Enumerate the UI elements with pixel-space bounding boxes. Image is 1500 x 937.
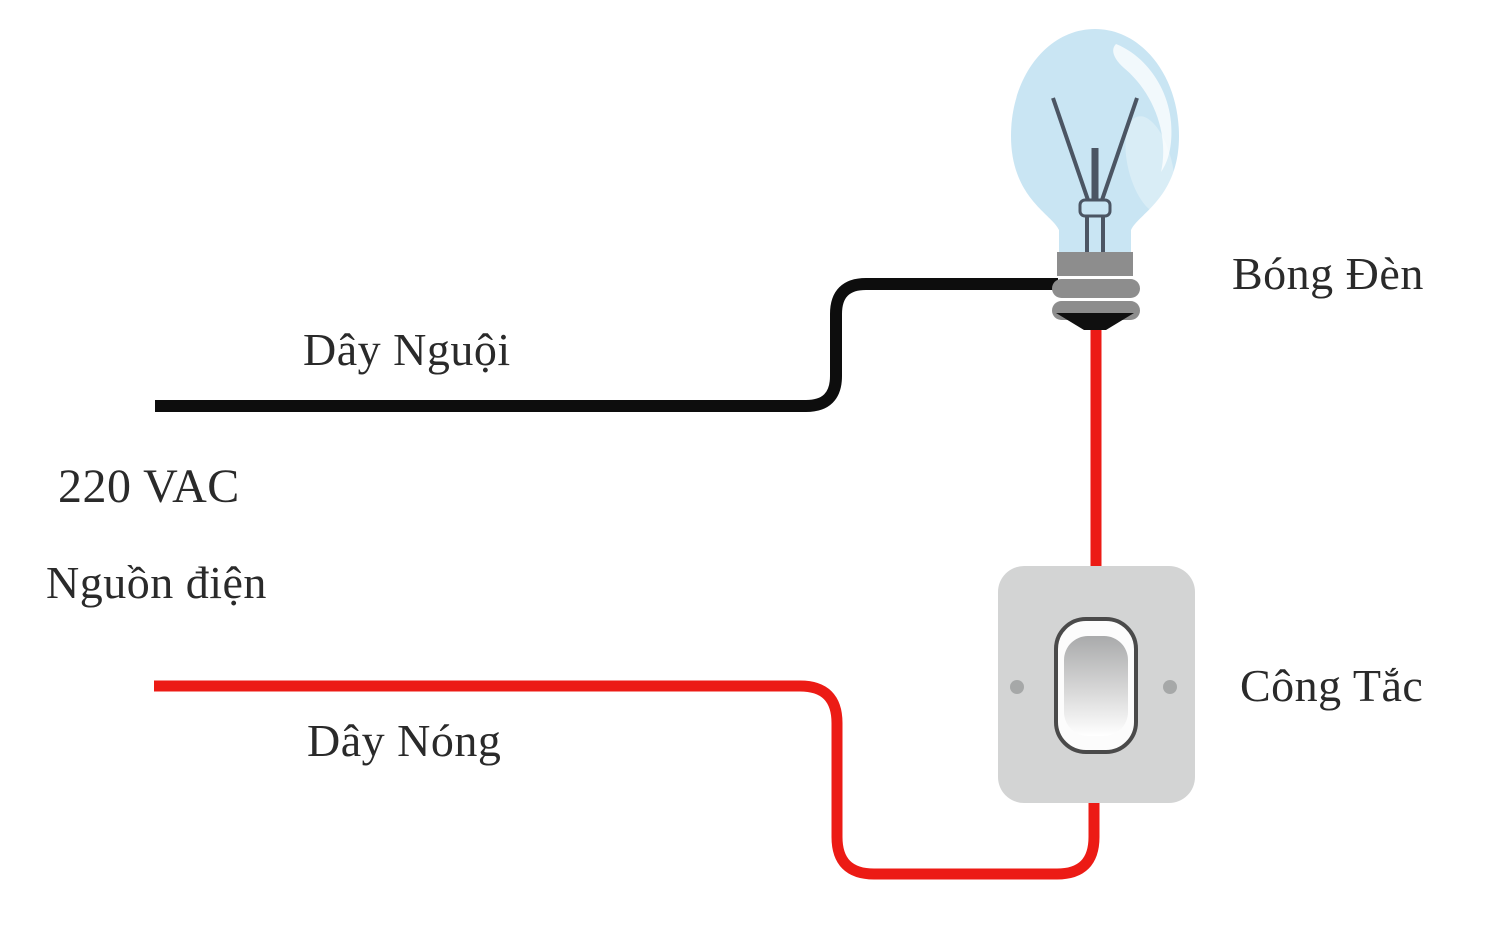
switch-screw-right xyxy=(1163,680,1177,694)
switch-rocker-face xyxy=(1064,636,1128,736)
label-bulb: Bóng Đèn xyxy=(1232,248,1424,299)
bulb-contact-tip xyxy=(1056,313,1134,330)
label-voltage: 220 VAC xyxy=(58,460,240,513)
hot-wire-source-to-switch xyxy=(154,680,1100,880)
bulb-soft-highlight xyxy=(1125,116,1175,214)
bulb-filament xyxy=(1051,97,1139,256)
bulb-glass xyxy=(1011,29,1179,256)
light-bulb-icon xyxy=(1011,29,1179,330)
bulb-screw-base xyxy=(1052,252,1140,330)
bulb-highlight xyxy=(1113,44,1172,172)
label-neutral-wire: Dây Nguội xyxy=(303,324,511,375)
switch-screw-left xyxy=(1010,680,1024,694)
label-power-source: Nguồn điện xyxy=(46,557,267,608)
neutral-wire xyxy=(155,278,1058,412)
label-switch: Công Tắc xyxy=(1240,660,1424,711)
rocker-switch-icon xyxy=(998,566,1195,803)
label-hot-wire: Dây Nóng xyxy=(307,715,502,766)
